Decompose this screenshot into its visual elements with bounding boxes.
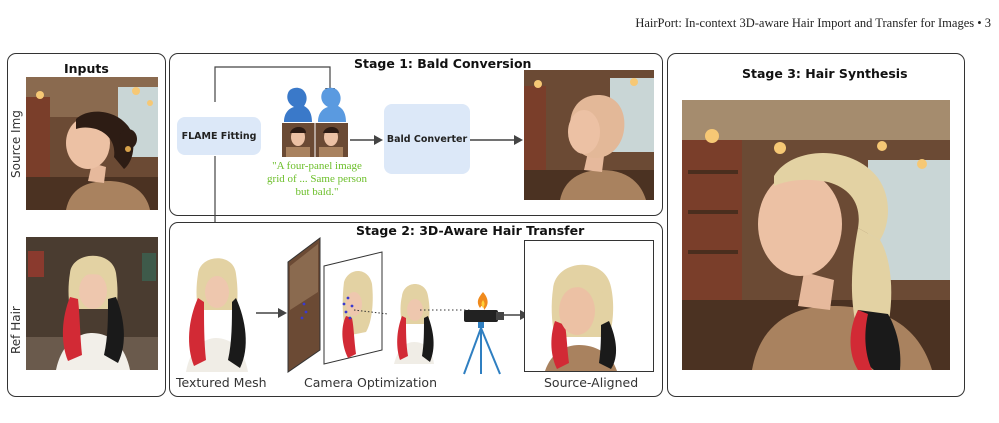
camera-tripod-icon [456, 290, 510, 376]
inputs-title: Inputs [64, 61, 109, 76]
head-silhouette-icons [280, 86, 350, 122]
source-image [26, 77, 158, 210]
small-mesh-figure [388, 278, 440, 364]
hair-synthesis-output [682, 100, 950, 370]
textured-mesh-figure [176, 250, 256, 372]
source-aligned-caption: Source-Aligned [544, 375, 638, 390]
camera-optimization-planes [284, 232, 388, 374]
arrow-to-bald-converter [350, 134, 384, 146]
page-header: HairPort: In-context 3D-aware Hair Impor… [635, 16, 991, 31]
stage3-title: Stage 3: Hair Synthesis [742, 66, 908, 81]
bald-output-image [524, 70, 654, 200]
stage1-title: Stage 1: Bald Conversion [354, 56, 531, 71]
bald-converter-box: Bald Converter [384, 104, 470, 174]
arrow-to-bald-output [470, 134, 524, 146]
bald-prompt-text: "A four-panel image grid of ... Same per… [262, 160, 372, 199]
stage2-title: Stage 2: 3D-Aware Hair Transfer [356, 223, 584, 238]
camera-optimization-caption: Camera Optimization [304, 375, 437, 390]
textured-mesh-caption: Textured Mesh [176, 375, 267, 390]
source-aligned-image [524, 240, 654, 372]
ref-hair-image [26, 237, 158, 370]
four-panel-grid [282, 123, 348, 157]
source-img-label: Source Img [9, 110, 23, 178]
flame-fitting-box: FLAME Fitting [177, 117, 261, 155]
ref-hair-label: Ref Hair [9, 306, 23, 354]
